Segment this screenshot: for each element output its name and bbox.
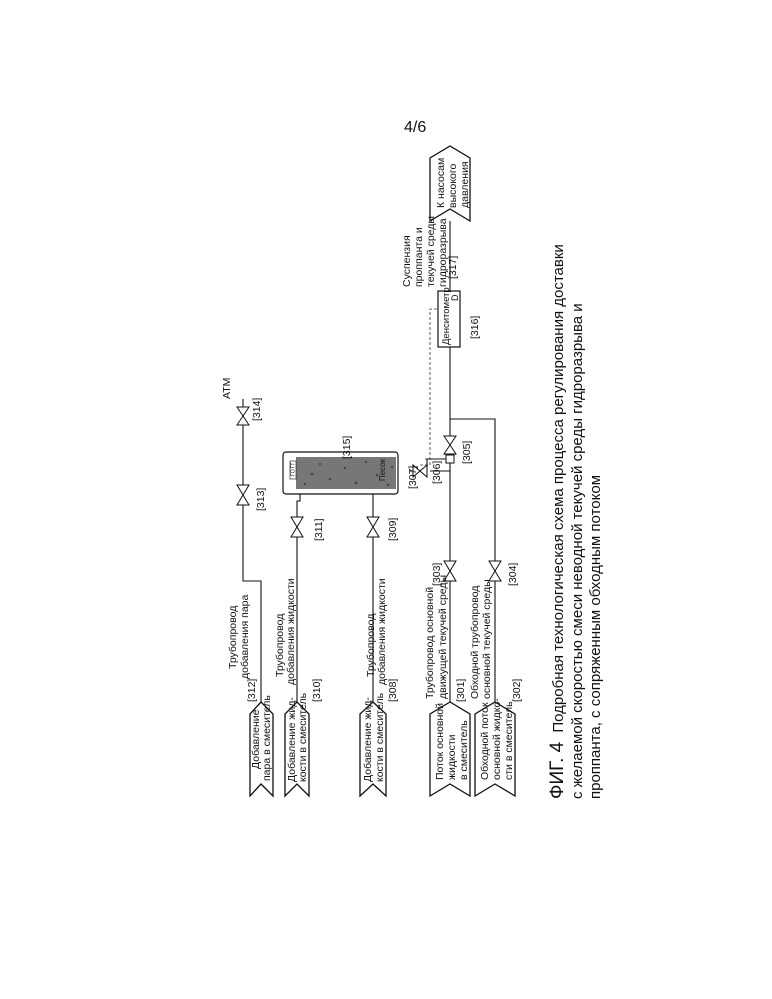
line-liquid-label-2: добавления жидкости [285, 578, 297, 685]
densitometer-signal-line [420, 309, 438, 465]
atm-label: ATM [221, 378, 233, 399]
ref-305: [305] [461, 441, 473, 464]
source-bypass-line3: сти в смеситель [503, 701, 515, 780]
valve-307-b [420, 465, 427, 477]
ref-302: [302] [511, 679, 523, 702]
densitometer-symbol: D [450, 294, 460, 301]
ref-304: [304] [507, 563, 519, 586]
caption-line-1: Подробная технологическая схема процесса… [550, 244, 567, 732]
ref-311: [311] [313, 518, 325, 541]
line-steam-label-1: Трубопровод [227, 606, 239, 669]
ref-315: [315] [341, 436, 353, 459]
slurry-line4: гидроразрыва [437, 218, 449, 287]
junction-305 [446, 455, 454, 463]
valve-306-b [444, 436, 456, 445]
valve-313-b [237, 485, 249, 495]
figure-caption: ФИГ. 4 Подробная технологическая схема п… [547, 244, 604, 799]
mixer-top-label: ГОТТ [291, 462, 297, 476]
ref-308: [308] [387, 679, 399, 702]
control-signals [420, 309, 438, 465]
source-steam-line2: пара в смеситель [261, 695, 273, 781]
ref-312: [312] [246, 679, 258, 702]
valve-309-b [367, 517, 379, 527]
rotated-drawing: ФИГ. 4 Подробная технологическая схема п… [221, 146, 604, 799]
line-bypass-label-1: Обходной трубопровод [469, 586, 481, 699]
ref-313: [313] [255, 488, 267, 511]
valve-303-b [444, 561, 456, 571]
line-bypass-label-2: основной текучей среды [481, 579, 493, 699]
ref-314: [314] [251, 398, 263, 421]
source-bypass-line1: Обходной поток [479, 702, 491, 780]
ref-316: [316] [469, 316, 481, 339]
ref-306: [306] [431, 461, 443, 484]
line-main-label-2: движущей текучей среды [437, 575, 449, 699]
valve-313-a [237, 495, 249, 505]
densitometer: Денситометр D [438, 287, 460, 347]
destination-line2: высокого [447, 164, 459, 208]
source-liquid2-line2: кости в смеситель [374, 692, 386, 782]
valve-306-a [444, 445, 456, 454]
valve-311-a [291, 527, 303, 537]
line-liquid2-label-2: добавления жидкости [376, 578, 388, 685]
valve-309-a [367, 527, 379, 537]
source-bypass-line2: основной жидко- [491, 698, 503, 780]
destination-line1: К насосам [435, 158, 447, 208]
caption-fig-label: ФИГ. 4 [547, 741, 568, 799]
ref-310: [310] [311, 679, 323, 702]
line-steam-label-2: добавления пара [239, 594, 251, 679]
source-main-line1: Поток основной [434, 703, 446, 780]
destination-line3: давления [459, 161, 471, 208]
valve-304-b [489, 561, 501, 571]
source-main-line2: жидкости [446, 734, 458, 780]
page-number: 4/6 [404, 119, 426, 136]
valve-314-a [237, 416, 249, 425]
ref-307: [307] [407, 466, 419, 489]
caption-line-3: проппанта, с сопряженным обходным потоко… [587, 475, 604, 799]
source-liquid2-line1: Добавление жид- [362, 697, 374, 782]
caption-line-2: с желаемой скоростью смеси неводной теку… [569, 303, 586, 799]
ref-309: [309] [387, 518, 399, 541]
ref-301: [301] [455, 679, 467, 702]
line-main-label-1: Трубопровод основной [424, 587, 436, 699]
liquid-line [297, 481, 300, 702]
valve-311-b [291, 517, 303, 527]
valve-314-b [237, 407, 249, 416]
slurry-line1: Суспензия [401, 235, 413, 287]
source-liquid-line2: кости в смеситель [297, 692, 309, 782]
slurry-line3: текучей среды [425, 216, 437, 287]
slurry-line2: проппанта и [413, 227, 425, 287]
svg-text:ФИГ. 4 Подробная техно: ФИГ. 4 Подробная технологическая схема п… [547, 244, 568, 799]
mixer-sand-label: Песок [378, 458, 387, 481]
source-main-line3: в смеситель [458, 720, 470, 780]
